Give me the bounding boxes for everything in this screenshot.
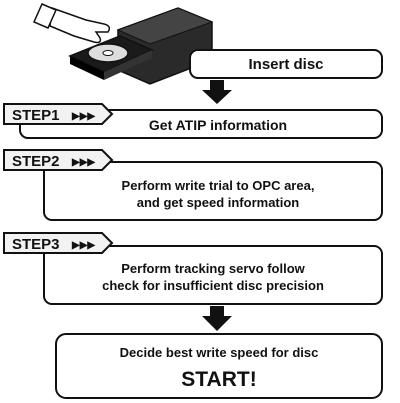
insert-disc-label: Insert disc (248, 56, 323, 73)
down-arrow-icon (202, 80, 232, 104)
step-1-tag: STEP1 ▶▶▶ (3, 103, 114, 125)
step-1-tag-label: STEP1 (12, 107, 60, 124)
step-3-tag-arrows: ▶▶▶ (71, 240, 96, 251)
disc-drive-icon (68, 7, 214, 85)
step-2-line-2: and get speed information (137, 195, 300, 210)
hand-icon (33, 3, 111, 44)
final-box: Decide best write speed for disc START! (55, 333, 383, 399)
step-2-tag: STEP2 ▶▶▶ (3, 149, 114, 171)
step-3-line-1: Perform tracking servo follow (121, 261, 305, 276)
final-line-1: Decide best write speed for disc (120, 345, 319, 360)
step-2-tag-arrows: ▶▶▶ (71, 157, 96, 168)
step-2: STEP2 ▶▶▶ Perform write trial to OPC are… (3, 149, 383, 221)
step-1: STEP1 ▶▶▶ Get ATIP information (3, 103, 383, 139)
step-3-tag-label: STEP3 (12, 236, 60, 253)
insert-disc-box: Insert disc (189, 49, 383, 79)
step-3-tag: STEP3 ▶▶▶ (3, 232, 114, 254)
step-3-line-2: check for insufficient disc precision (102, 278, 324, 293)
step-2-tag-label: STEP2 (12, 153, 60, 170)
cd-disc-icon (87, 43, 129, 63)
step-1-tag-arrows: ▶▶▶ (71, 111, 96, 122)
step-3: STEP3 ▶▶▶ Perform tracking servo follow … (3, 232, 383, 305)
step-2-line-1: Perform write trial to OPC area, (122, 178, 315, 193)
start-label: START! (181, 368, 256, 391)
step-1-line-1: Get ATIP information (149, 117, 287, 133)
down-arrow-icon (202, 306, 232, 331)
